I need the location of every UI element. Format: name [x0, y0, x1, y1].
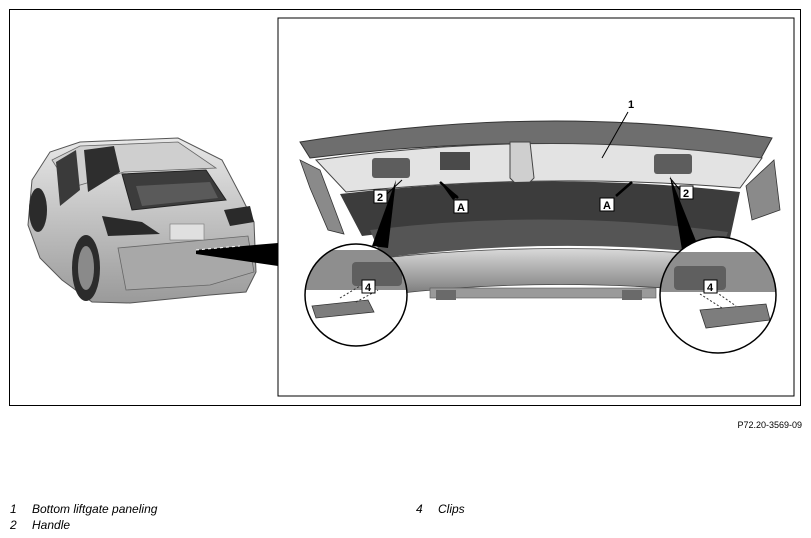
- svg-text:4: 4: [365, 282, 372, 294]
- svg-text:2: 2: [683, 188, 689, 200]
- callout-2-left: 2: [373, 189, 388, 204]
- legend-right: 4 Clips: [416, 501, 465, 517]
- liftgate-detail: [299, 120, 781, 300]
- figure-id: P72.20-3569-09: [737, 420, 802, 430]
- callout-4-left: 4: [361, 279, 376, 294]
- legend-left: 1 Bottom liftgate paneling 2 Handle: [10, 501, 157, 533]
- leader-line-1: [601, 111, 629, 159]
- svg-text:A: A: [457, 202, 465, 214]
- callout-A-left: A: [453, 199, 469, 214]
- svg-text:A: A: [603, 200, 611, 212]
- legend-text: Handle: [32, 518, 71, 532]
- legend-item: 1 Bottom liftgate paneling: [10, 501, 157, 517]
- legend-number: 4: [416, 502, 423, 516]
- legend-text: Clips: [438, 502, 465, 516]
- svg-text:4: 4: [707, 282, 714, 294]
- callout-1: 1: [628, 99, 634, 111]
- callout-4-right: 4: [703, 279, 718, 294]
- legend-number: 2: [10, 518, 17, 532]
- magnifier-right: [659, 236, 777, 354]
- callout-A-right: A: [599, 197, 615, 212]
- liftgate-illustration: 1 2 2 A A 4: [27, 17, 795, 397]
- legend-item: 2 Handle: [10, 517, 157, 533]
- legend-text: Bottom liftgate paneling: [32, 502, 158, 516]
- legend-item: 4 Clips: [416, 501, 465, 517]
- callout-2-right: 2: [679, 185, 694, 200]
- legend-number: 1: [10, 502, 17, 516]
- illustration-frame: 1 2 2 A A 4: [9, 9, 801, 406]
- svg-text:2: 2: [377, 192, 383, 204]
- car-rear-view: [27, 137, 278, 304]
